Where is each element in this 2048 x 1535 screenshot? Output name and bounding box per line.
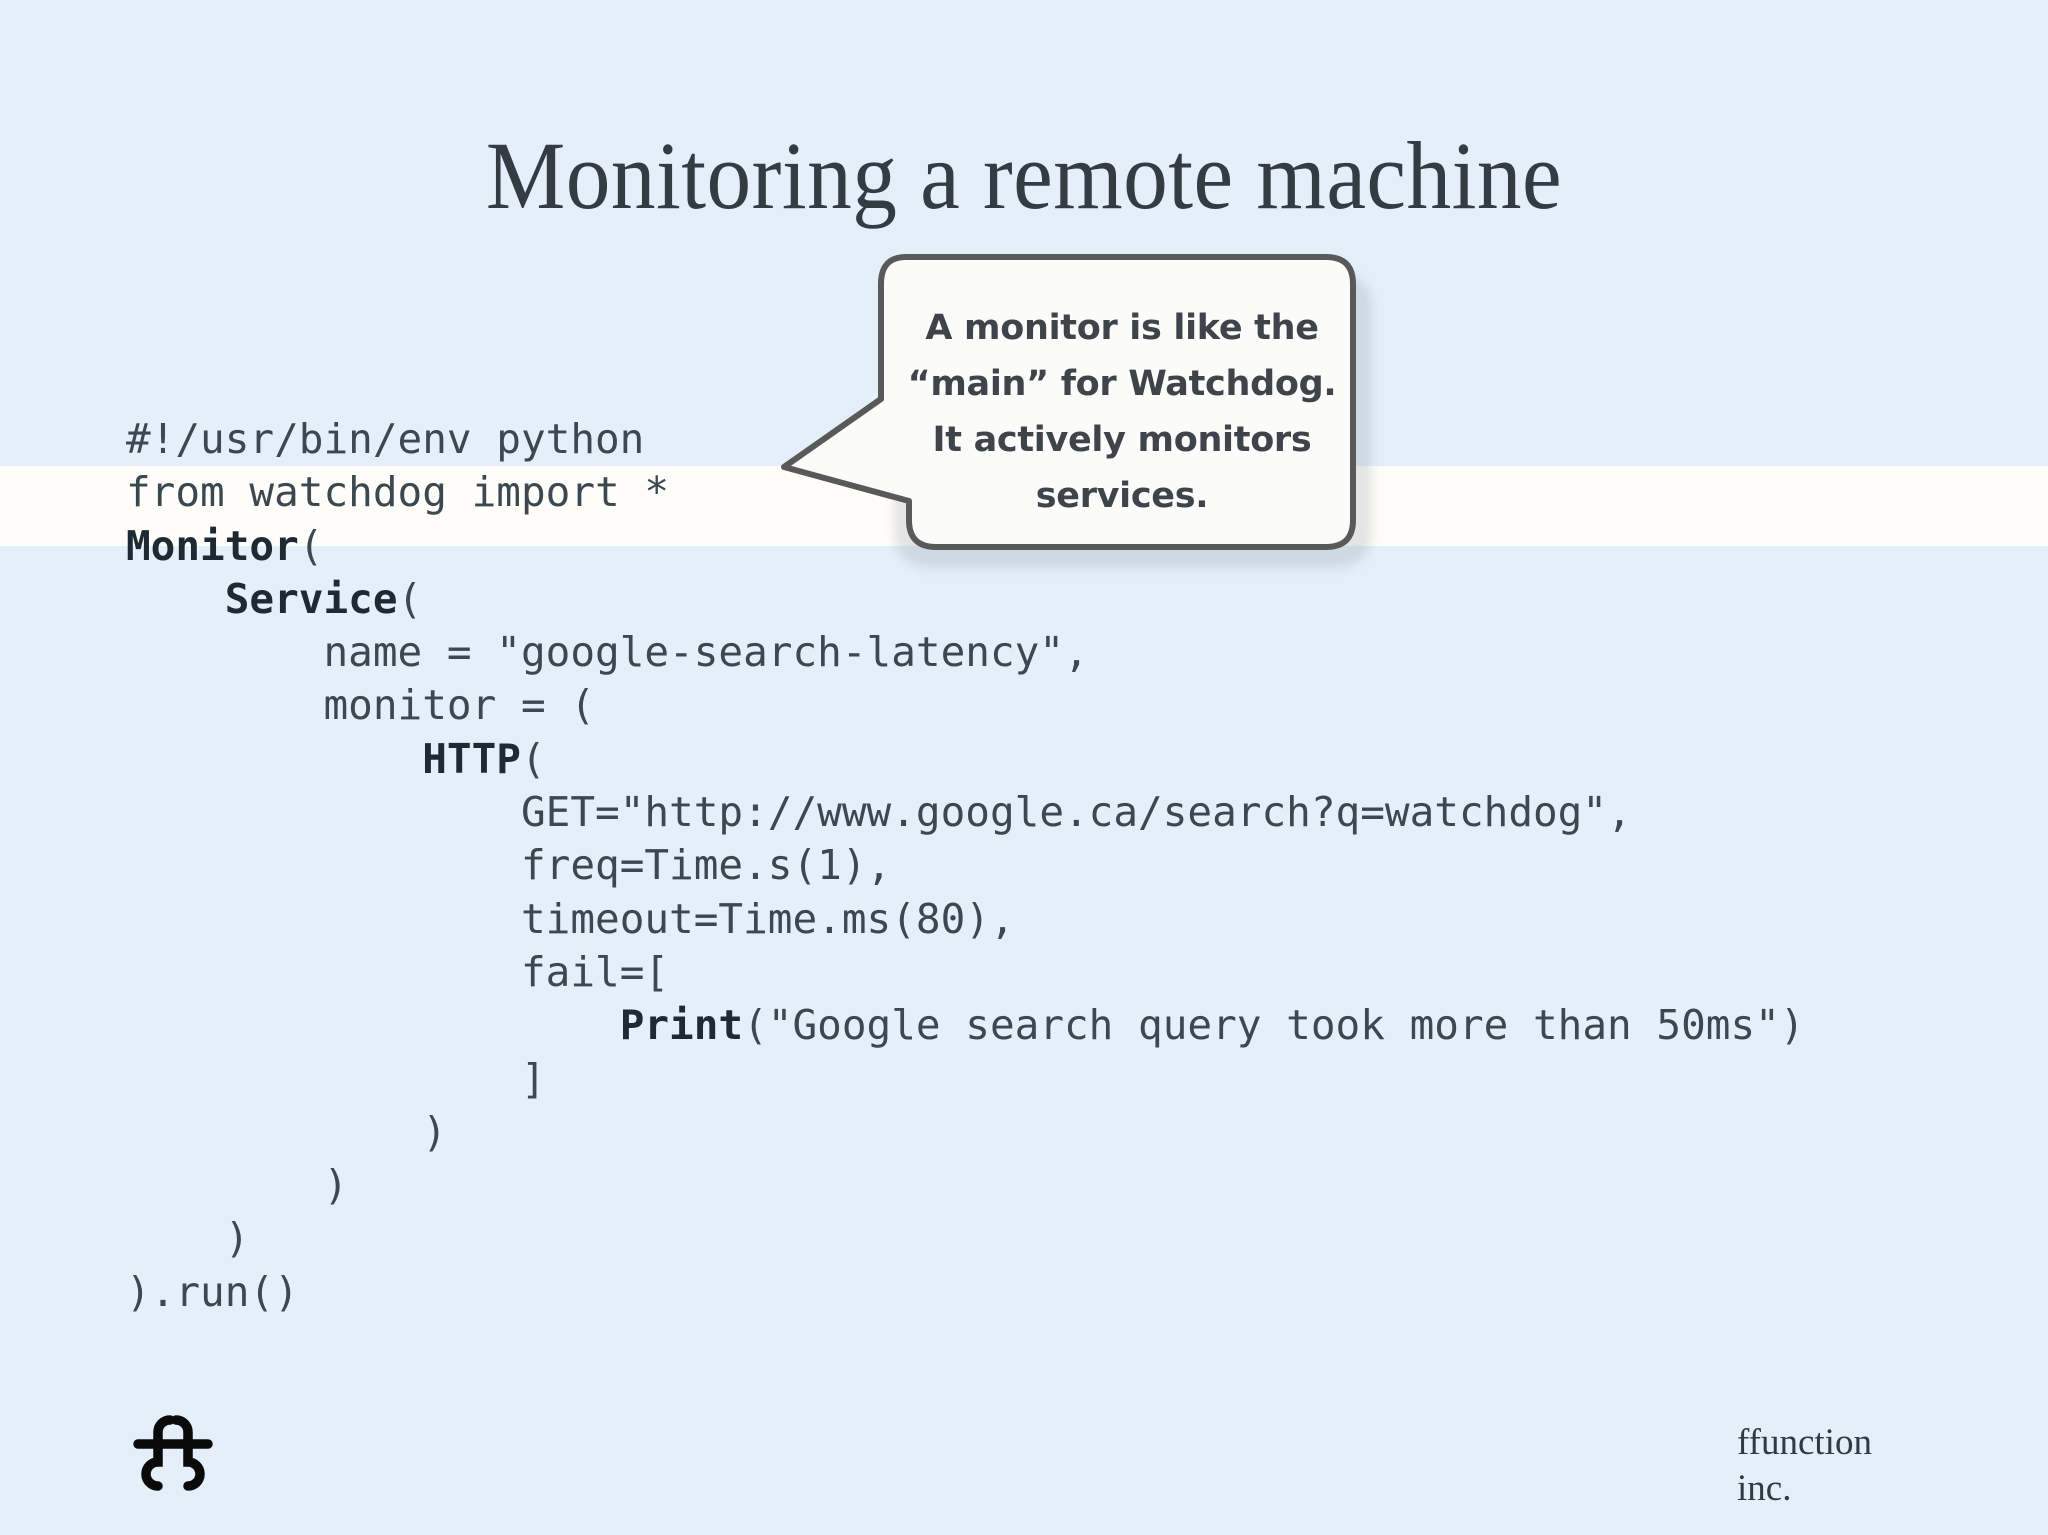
code-keyword: HTTP (422, 734, 521, 783)
code-text: GET="http://www.google.ca/search?q=watch… (520, 788, 1632, 837)
code-text: ).run() (126, 1267, 299, 1316)
code-text: timeout=Time.ms(80), (520, 894, 1015, 943)
callout-line: services. (1035, 476, 1209, 516)
code-keyword: Print (619, 1001, 744, 1050)
code-line: ) (126, 1106, 1805, 1159)
footer-brand-line2: inc. (1737, 1468, 1792, 1509)
code-text: ( (520, 734, 546, 783)
code-text: #!/usr/bin/env python (126, 415, 645, 463)
callout-line: It actively monitors (932, 420, 1312, 460)
callout-shape (781, 252, 1368, 562)
code-line: HTTP( (126, 733, 1805, 786)
code-text: ( (397, 574, 423, 623)
code-text: monitor = ( (323, 681, 596, 730)
code-text: ("Google search query took more than 50m… (743, 1001, 1805, 1050)
code-line: freq=Time.s(1), (126, 839, 1805, 892)
code-line: ) (126, 1159, 1805, 1212)
ff-ligature-logo-icon (128, 1412, 214, 1496)
code-text: name = "google-search-latency", (323, 628, 1089, 677)
page-title: Monitoring a remote machine (485, 122, 1563, 229)
code-block: #!/usr/bin/env python from watchdog impor… (126, 413, 1805, 1319)
code-text: fail=[ (520, 947, 670, 996)
callout-line: “main” for Watchdog. (907, 364, 1337, 404)
code-line: name = "google-search-latency", (126, 626, 1805, 679)
code-text: freq=Time.s(1), (520, 841, 892, 890)
code-keyword: Monitor (126, 521, 299, 570)
code-line: Monitor( (126, 520, 1805, 573)
code-line: Print("Google search query took more tha… (126, 999, 1805, 1052)
callout-bubble: A monitor is like the “main” for Watchdog… (781, 252, 1372, 568)
code-text: from watchdog import * (126, 468, 670, 517)
code-line: timeout=Time.ms(80), (126, 893, 1805, 946)
code-text: ) (224, 1214, 250, 1263)
code-line: ] (126, 1053, 1805, 1106)
code-text: ] (520, 1054, 546, 1103)
footer-brand-line1: ffunction (1737, 1422, 1872, 1463)
code-text: ) (323, 1161, 349, 1210)
code-line: Service( (126, 573, 1805, 626)
code-line: #!/usr/bin/env python (126, 413, 1805, 466)
code-text: ( (298, 521, 324, 570)
footer-brand: ffunction inc. (1737, 1420, 1872, 1512)
code-line: fail=[ (126, 946, 1805, 999)
code-text: ) (422, 1107, 447, 1156)
code-line: from watchdog import * (126, 466, 1805, 519)
code-line: monitor = ( (126, 679, 1805, 732)
code-line: GET="http://www.google.ca/search?q=watch… (126, 786, 1805, 839)
code-line: ) (126, 1212, 1805, 1265)
callout-text: A monitor is like the “main” for Watchdog… (904, 300, 1340, 524)
callout-line: A monitor is like the (925, 308, 1319, 348)
code-keyword: Service (224, 574, 398, 623)
code-line: ).run() (126, 1266, 1805, 1319)
